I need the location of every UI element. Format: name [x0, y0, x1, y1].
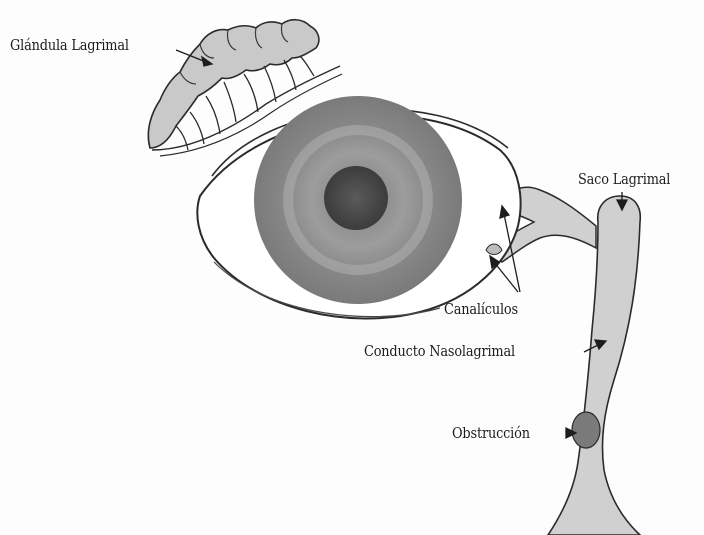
conducto-nasolagrimal-label: Conducto Nasolagrimal	[364, 342, 515, 360]
glandula-lagrimal-label: Glándula Lagrimal	[10, 36, 129, 54]
lacrimal-sac-duct	[494, 187, 640, 535]
eye	[197, 96, 520, 318]
obstruccion-label: Obstrucción	[452, 424, 530, 442]
obstruction-blob	[572, 412, 600, 448]
canaliculos-label: Canalículos	[444, 300, 518, 318]
saco-lagrimal-label: Saco Lagrimal	[578, 170, 670, 188]
pupil	[324, 166, 388, 230]
